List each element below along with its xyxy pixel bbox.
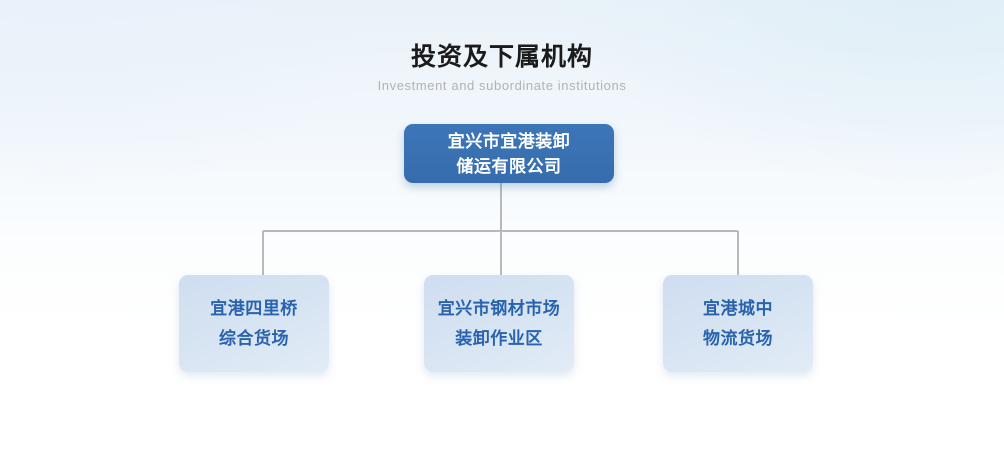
page-heading: 投资及下属机构 Investment and subordinate insti…	[0, 42, 1004, 94]
page-subtitle: Investment and subordinate institutions	[377, 78, 627, 93]
org-node-child-1-line-1: 宜兴市钢材市场	[437, 298, 561, 318]
org-node-child-0[interactable]: 宜港四里桥 综合货场	[179, 275, 329, 372]
org-node-child-1-line-2: 装卸作业区	[455, 328, 543, 348]
org-node-child-0-line-2: 综合货场	[219, 328, 289, 348]
org-node-child-2-line-1: 宜港城中	[703, 298, 773, 318]
org-node-child-0-line-1: 宜港四里桥	[210, 298, 298, 318]
org-node-root-line-2: 储运有限公司	[456, 156, 562, 176]
org-node-root[interactable]: 宜兴市宜港装卸 储运有限公司	[404, 124, 614, 183]
org-node-child-2[interactable]: 宜港城中 物流货场	[663, 275, 813, 372]
org-node-root-line-1: 宜兴市宜港装卸	[447, 131, 571, 151]
org-node-child-2-line-2: 物流货场	[703, 328, 773, 348]
org-node-child-1[interactable]: 宜兴市钢材市场 装卸作业区	[424, 275, 574, 372]
page-title: 投资及下属机构	[410, 43, 593, 71]
